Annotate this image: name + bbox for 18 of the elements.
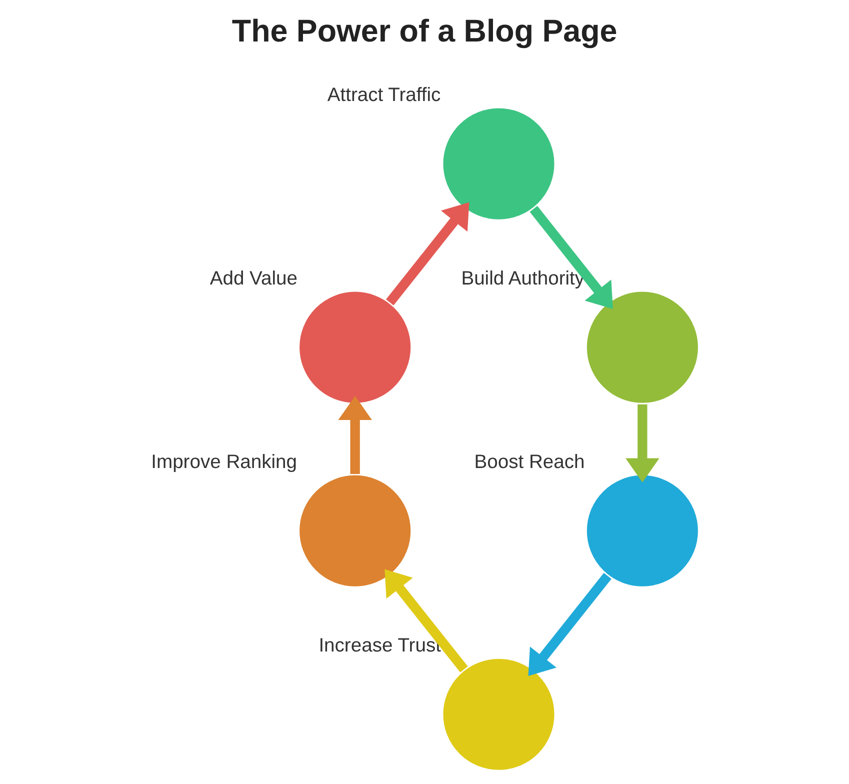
node-circle [297,472,414,589]
node-circle [440,656,557,772]
arrow [528,572,612,676]
node-label: Improve Ranking [151,452,298,473]
node-circle [584,289,700,406]
node-circle [297,289,414,406]
node-circle [584,472,700,589]
arrow [626,404,660,482]
node-label: Add Value [210,268,298,290]
node-circle [440,106,557,222]
diagram-title: The Power of a Blog Page [232,14,618,49]
node-label: Build Authority [461,268,585,290]
arrow [530,206,613,309]
arrow [386,202,470,306]
arrow [338,396,372,474]
node-label: Attract Traffic [327,84,441,106]
node-label: Boost Reach [474,452,585,473]
arrow [384,569,468,672]
